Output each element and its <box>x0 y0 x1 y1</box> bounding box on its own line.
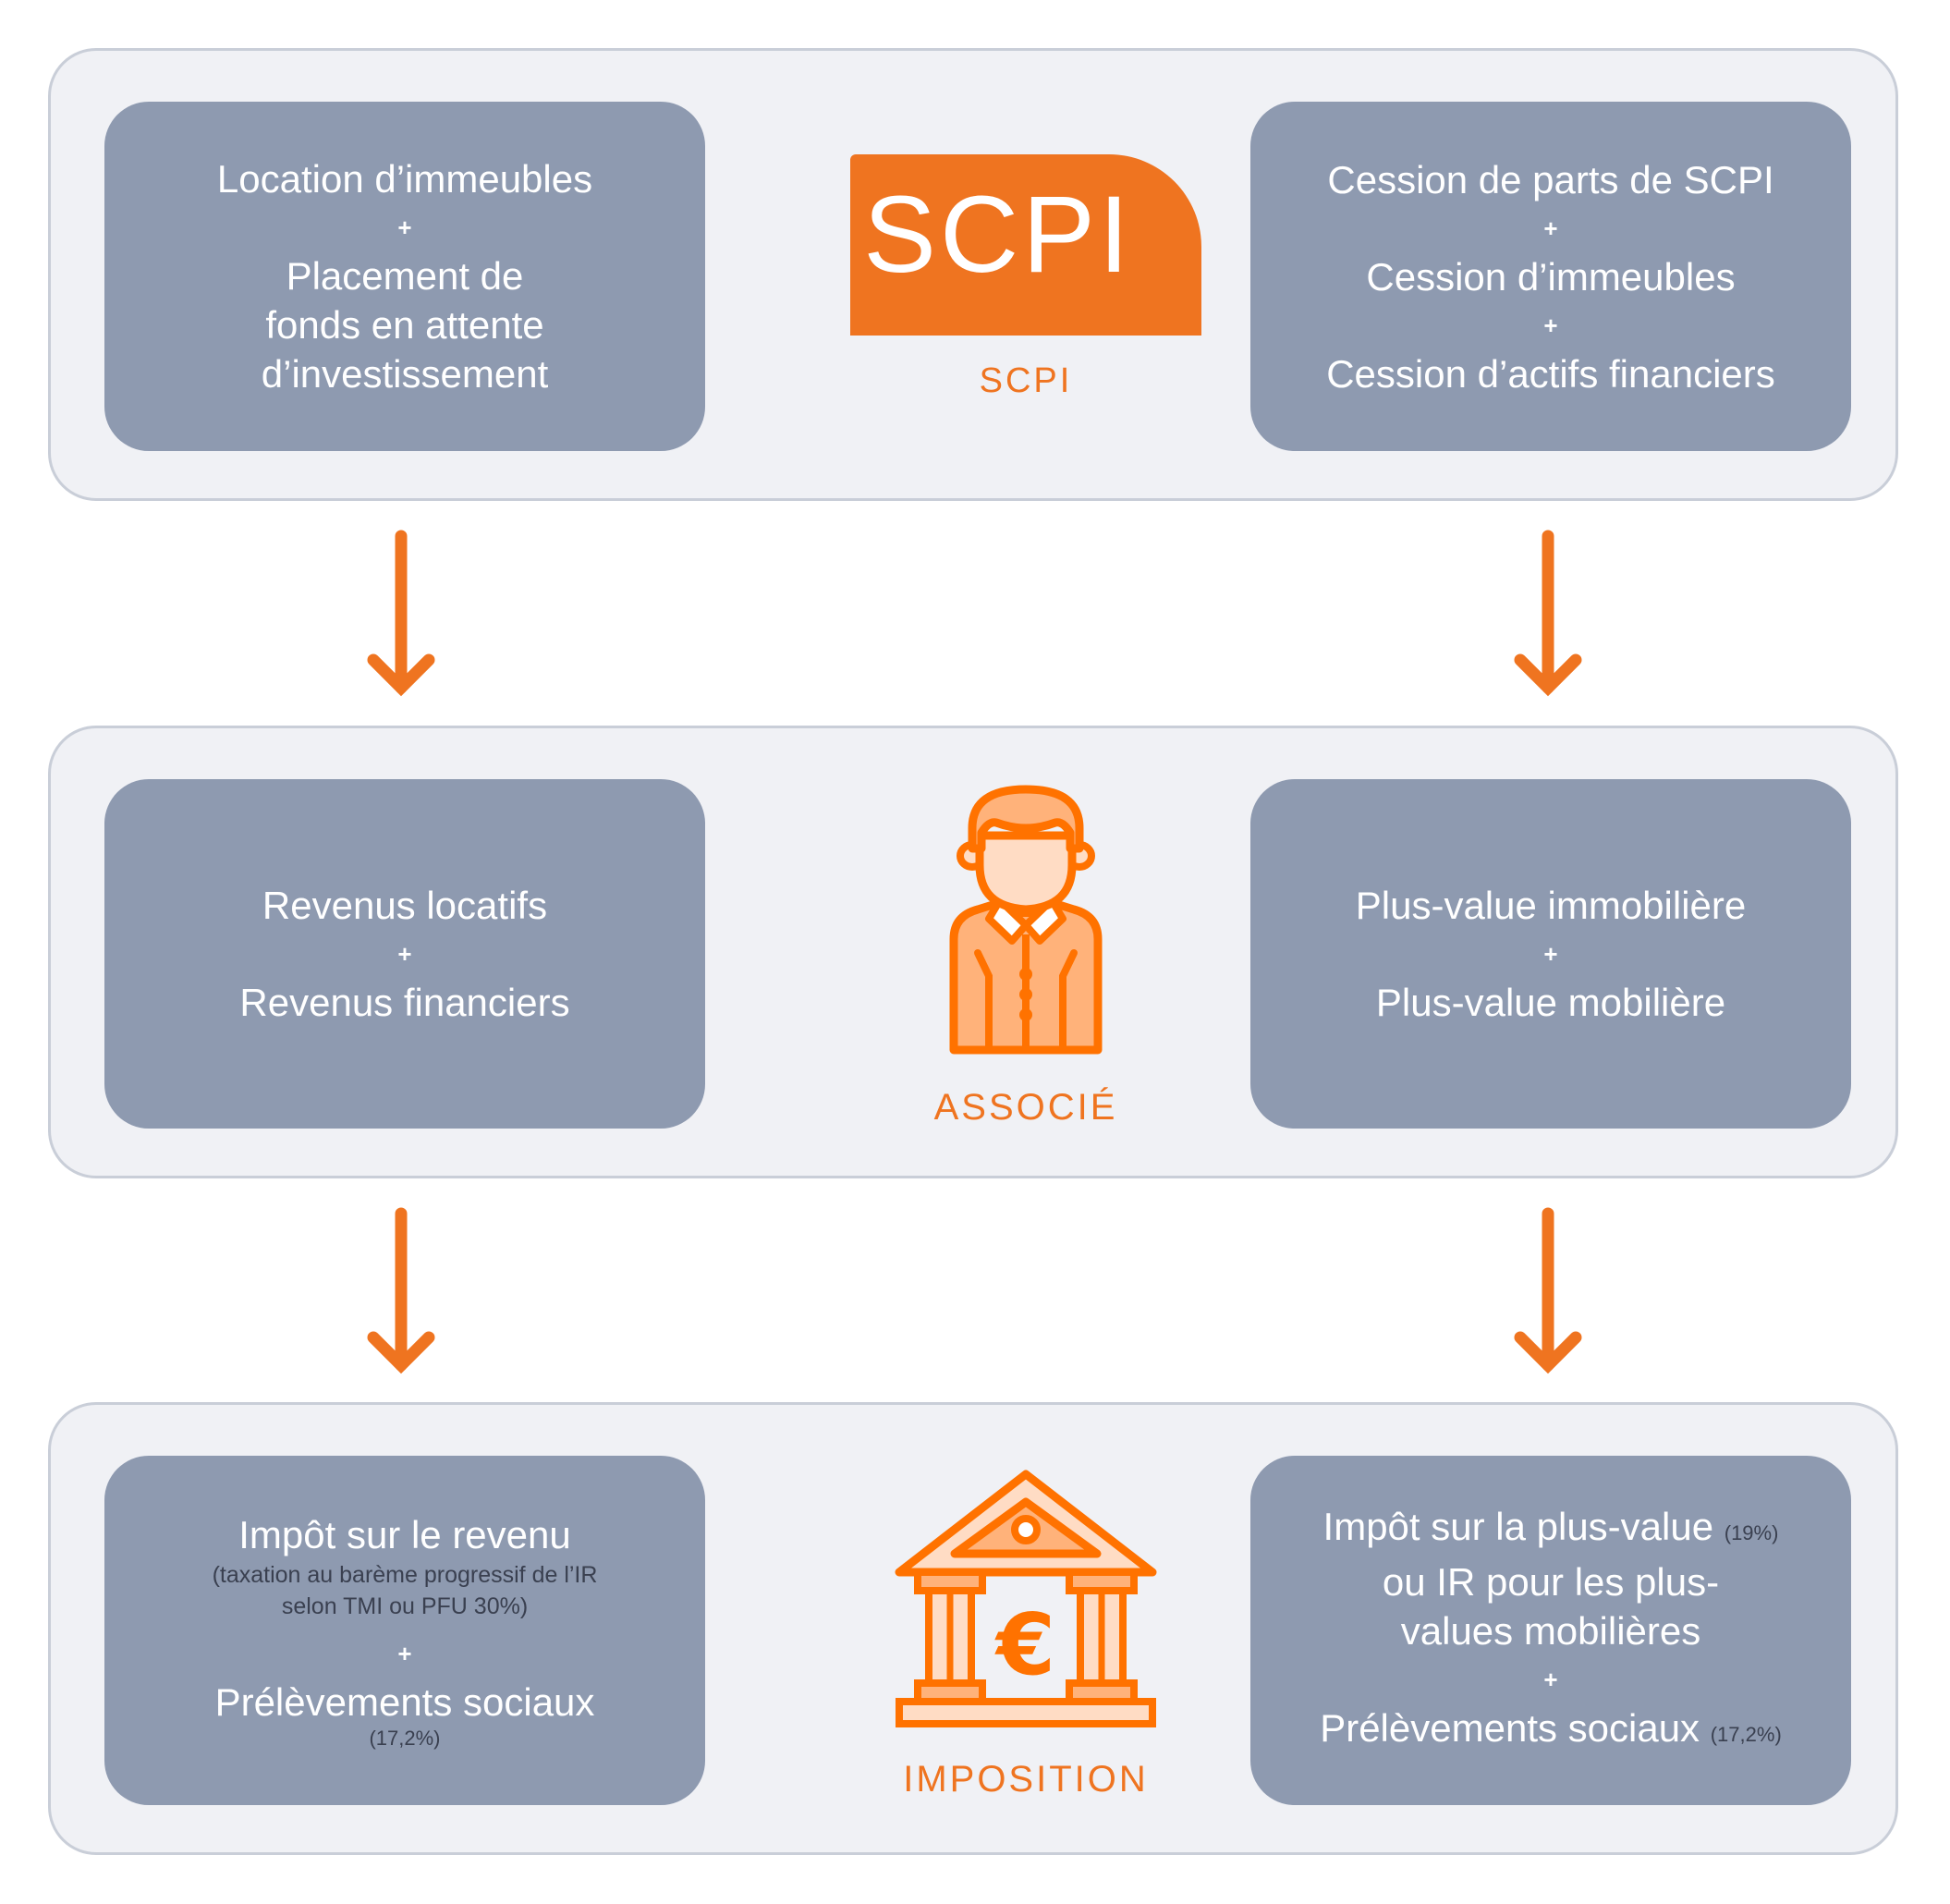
social-contributions-title: Prélèvements sociaux <box>1320 1706 1700 1750</box>
arrow-down-icon <box>1514 530 1582 697</box>
scpi-logo-icon: SCPI <box>850 153 1201 336</box>
svg-text:€: € <box>994 1595 1055 1694</box>
box-line: Plus-value mobilière <box>1375 981 1726 1024</box>
capital-gains-tax-title: Impôt sur la plus-value <box>1322 1505 1714 1548</box>
box-line: Revenus locatifs <box>262 884 548 927</box>
plus-sign: + <box>397 214 412 241</box>
scpi-logo-text: SCPI <box>863 173 1133 296</box>
box-line: Location d’immeubles <box>216 157 593 201</box>
plus-sign: + <box>1543 940 1558 968</box>
box-line: values mobilières <box>1400 1609 1701 1653</box>
panel-imposition: Impôt sur le revenu (taxation au barème … <box>48 1402 1898 1855</box>
associe-center: ASSOCIÉ <box>753 728 1298 1181</box>
income-tax-note: (taxation au barème progressif de l’IR <box>212 1562 598 1588</box>
associe-label: ASSOCIÉ <box>933 1086 1118 1128</box>
box-line: Prélèvements sociaux (17,2%) <box>1320 1703 1782 1759</box>
plus-sign: + <box>1543 311 1558 339</box>
plus-sign: + <box>1543 214 1558 242</box>
scpi-label: SCPI <box>979 360 1073 400</box>
social-contributions-title: Prélèvements sociaux <box>214 1680 595 1724</box>
box-line: Revenus financiers <box>239 981 570 1024</box>
associe-income-box: Revenus locatifs + Revenus financiers <box>104 779 705 1129</box>
social-contributions-rate: (17,2%) <box>369 1727 441 1750</box>
panel-scpi: Location d’immeubles + Placement de fond… <box>48 48 1898 501</box>
box-line: ou IR pour les plus- <box>1382 1560 1720 1604</box>
box-line: Placement de <box>286 254 524 298</box>
plus-sign: + <box>1543 1666 1558 1693</box>
income-tax-box: Impôt sur le revenu (taxation au barème … <box>104 1456 705 1805</box>
associe-capital-gains-box: Plus-value immobilière + Plus-value mobi… <box>1250 779 1851 1129</box>
plus-sign: + <box>397 1640 412 1667</box>
imposition-label: IMPOSITION <box>903 1758 1149 1800</box>
box-line: Cession d’immeubles <box>1366 254 1736 299</box>
capital-gains-tax-box: Impôt sur la plus-value (19%) ou IR pour… <box>1250 1456 1851 1805</box>
box-line: Impôt sur la plus-value (19%) <box>1323 1502 1779 1557</box>
scpi-capital-sources-box: Cession de parts de SCPI + Cession d’imm… <box>1250 102 1851 451</box>
capital-gains-tax-rate: (19%) <box>1724 1521 1779 1544</box>
social-contributions-rate: (17,2%) <box>1710 1723 1782 1746</box>
arrow-down-icon <box>1514 1207 1582 1374</box>
box-line: d’investissement <box>261 352 549 396</box>
box-line: Cession de parts de SCPI <box>1327 157 1774 201</box>
scpi-center: SCPI SCPI <box>753 51 1298 504</box>
box-line: fonds en attente <box>265 303 544 347</box>
arrow-down-icon <box>367 530 435 697</box>
box-line: Plus-value immobilière <box>1355 884 1747 927</box>
imposition-center: € IMPOSITION <box>753 1405 1298 1858</box>
plus-sign: + <box>397 940 412 968</box>
box-line: Cession d’actifs financiers <box>1326 351 1775 396</box>
arrow-down-icon <box>367 1207 435 1374</box>
income-tax-note: selon TMI ou PFU 30%) <box>281 1593 529 1619</box>
panel-associe: Revenus locatifs + Revenus financiers <box>48 726 1898 1178</box>
bank-euro-icon: € <box>895 1470 1157 1727</box>
income-tax-title: Impôt sur le revenu <box>238 1513 571 1556</box>
scpi-revenue-sources-box: Location d’immeubles + Placement de fond… <box>104 102 705 451</box>
person-icon <box>949 785 1103 1054</box>
